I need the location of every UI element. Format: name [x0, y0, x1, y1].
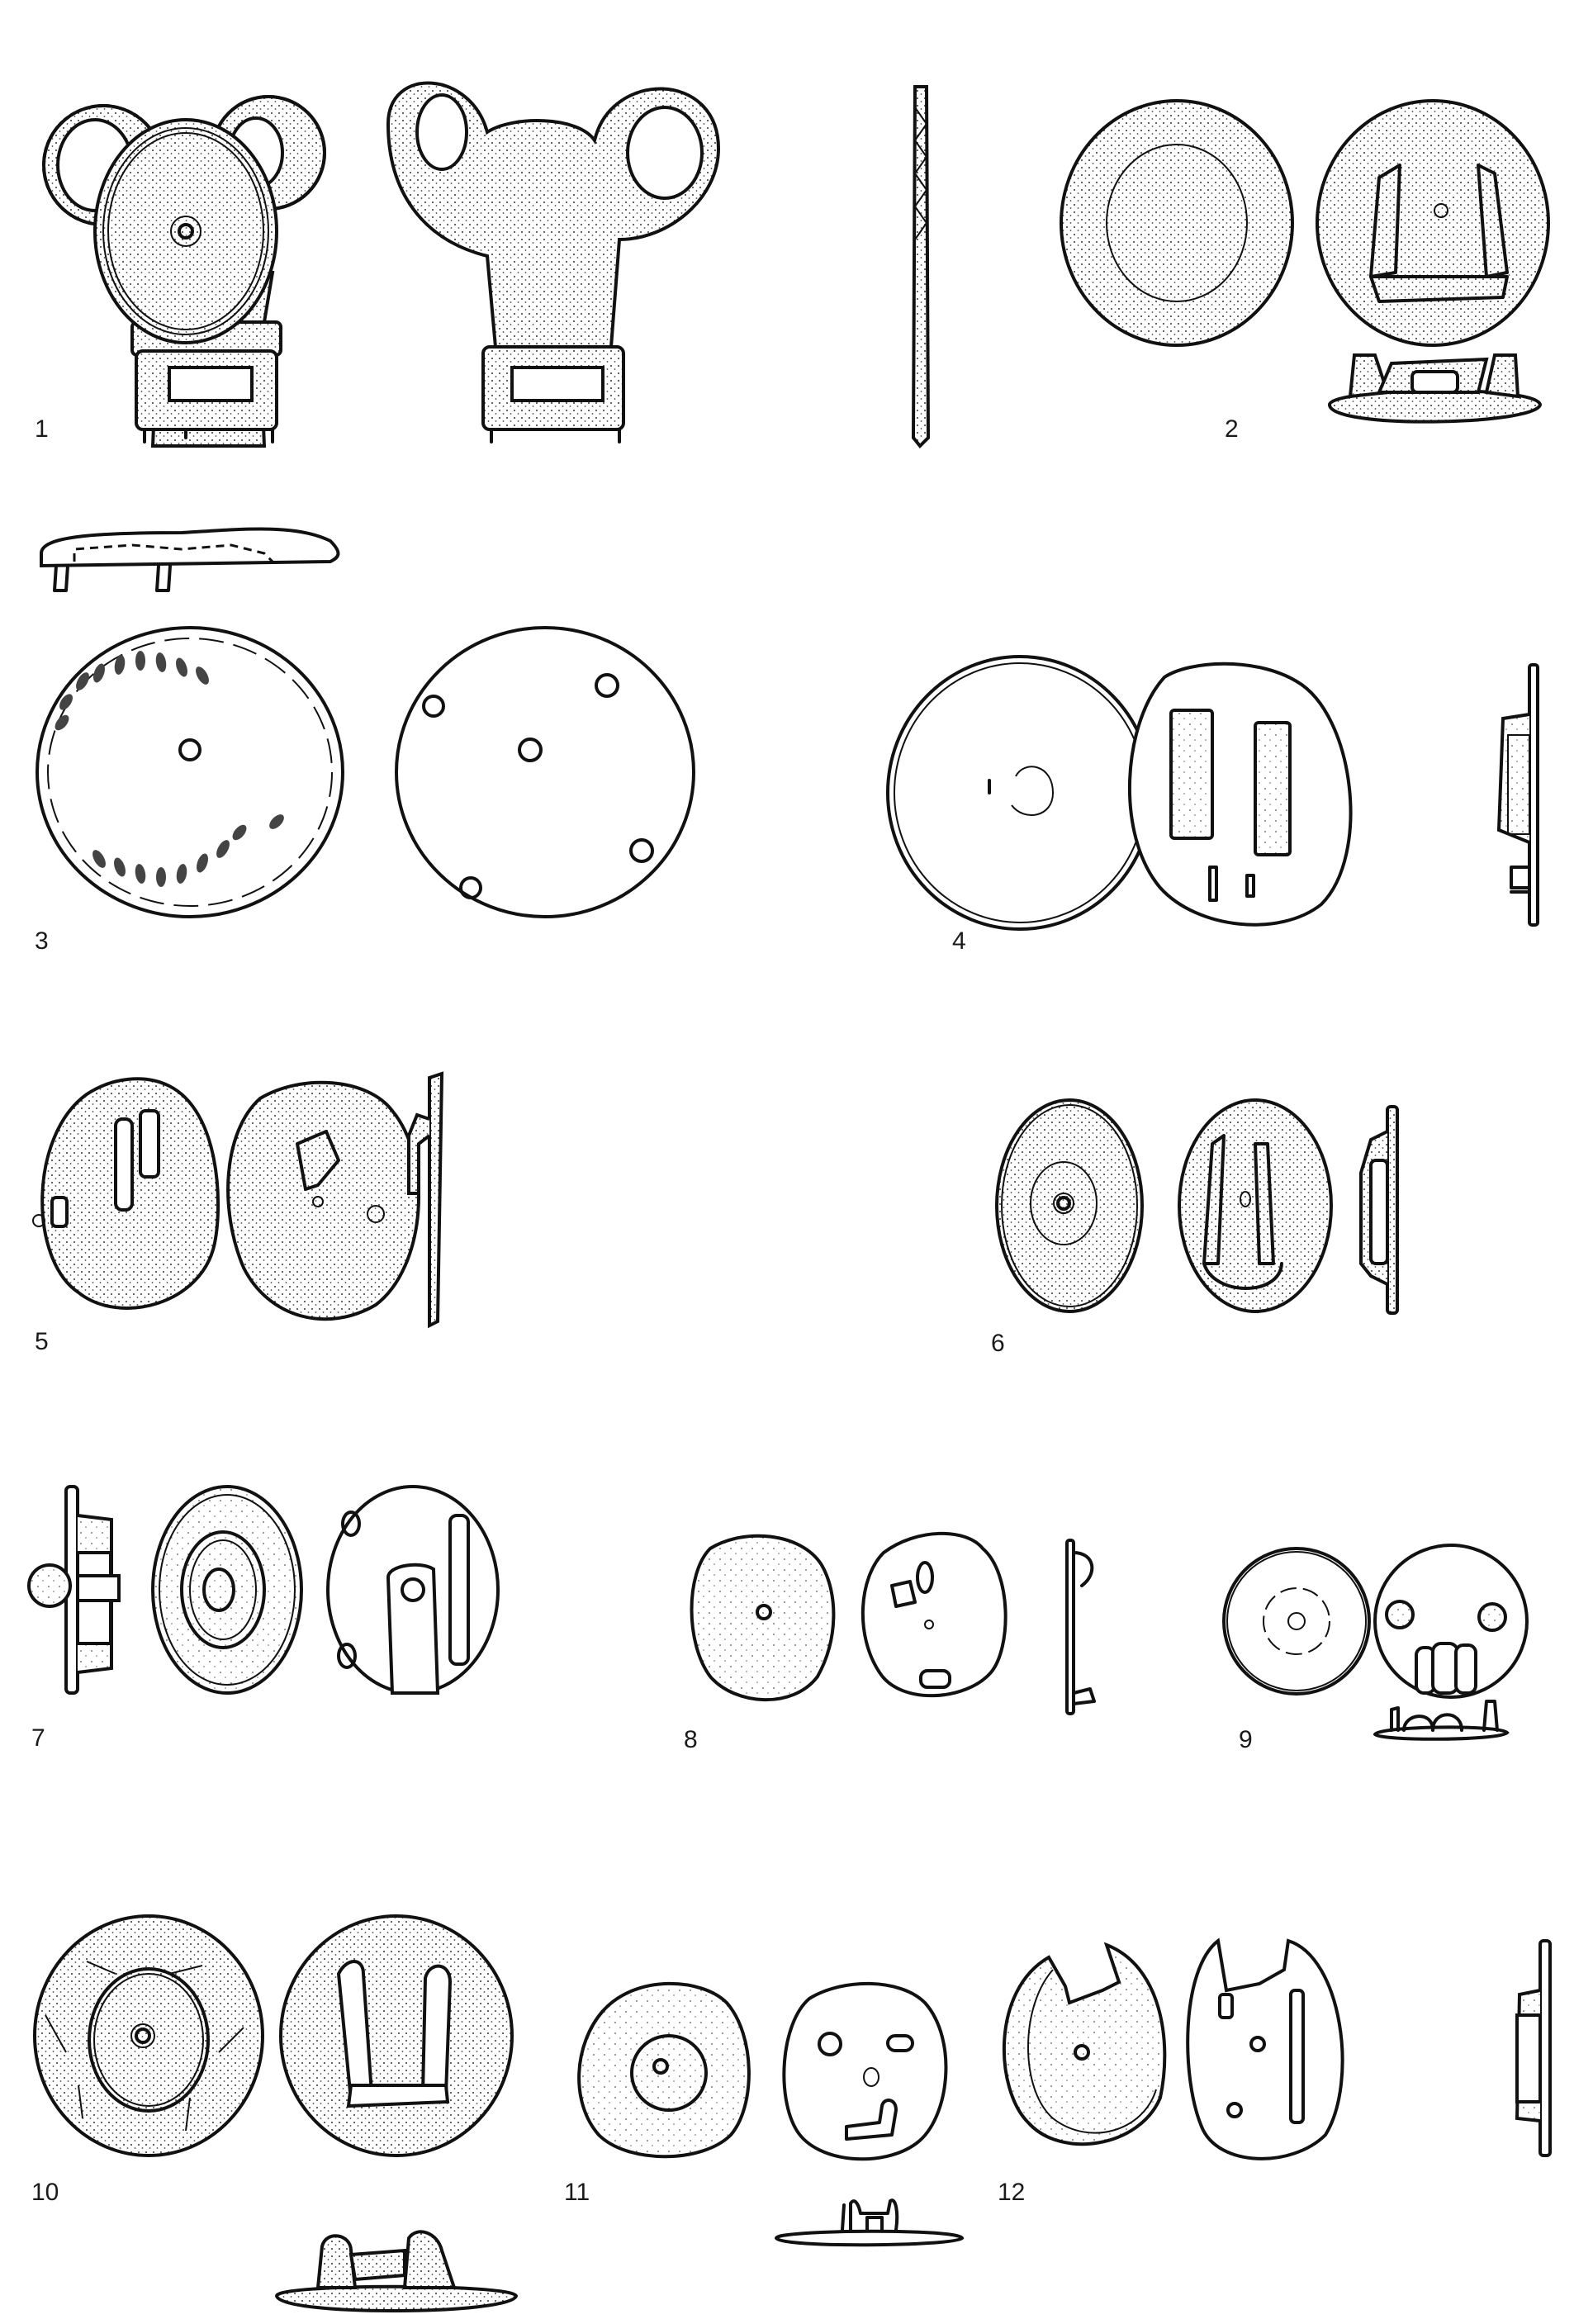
figure-8-profile-view — [1065, 1539, 1096, 1715]
leaf-wreath-lower — [92, 814, 284, 887]
figure-label-12: 12 — [998, 2179, 1026, 2206]
figure-5-profile-view — [407, 1071, 444, 1329]
figure-6-front-view — [995, 1098, 1144, 1313]
figure-9 — [1222, 1544, 1548, 1751]
figure-6 — [991, 1098, 1569, 1321]
figure-10 — [33, 1914, 545, 2317]
figure-5-front-view — [226, 1080, 420, 1321]
figure-3 — [17, 520, 727, 918]
figure-7 — [25, 1485, 619, 1701]
figure-11-front-view — [577, 1981, 751, 2159]
figure-6-profile-view — [1359, 1105, 1399, 1315]
figure-label-9: 9 — [1239, 1726, 1253, 1753]
figure-3-back-view — [395, 626, 695, 918]
figure-8-back-view — [861, 1531, 1007, 1698]
figure-3-front-view — [36, 626, 344, 918]
figure-10-front-view — [33, 1914, 264, 2157]
figure-9-front-view — [1222, 1547, 1371, 1696]
figure-10-profile-view — [274, 2230, 519, 2312]
figure-6-back-view — [1178, 1098, 1333, 1313]
figure-2-back-view — [1316, 99, 1550, 347]
figure-9-profile-view — [1373, 1700, 1510, 1741]
figure-10-back-view — [279, 1914, 514, 2157]
figure-label-11: 11 — [564, 2179, 590, 2206]
figure-7-back-view — [326, 1485, 500, 1695]
figure-4 — [886, 655, 1569, 931]
figure-1-front-view — [42, 81, 931, 448]
figure-4-back-view — [1127, 662, 1353, 927]
figure-12-back-view — [1186, 1937, 1344, 2160]
figure-7-front-view — [151, 1485, 303, 1695]
leaf-wreath-upper — [55, 651, 209, 731]
figure-11-back-view — [782, 1981, 948, 2161]
figure-label-4: 4 — [952, 927, 966, 955]
figure-label-7: 7 — [31, 1724, 45, 1752]
figure-11 — [570, 1966, 999, 2247]
figure-1 — [25, 74, 950, 448]
figure-12 — [995, 1933, 1573, 2164]
figure-7-profile-view — [27, 1485, 121, 1695]
figure-2-profile-view — [1327, 353, 1543, 424]
figure-label-6: 6 — [991, 1330, 1005, 1357]
figure-12-front-view — [1002, 1942, 1167, 2146]
figure-label-8: 8 — [684, 1726, 698, 1753]
figure-8-front-view — [690, 1534, 836, 1702]
figure-label-3: 3 — [35, 927, 49, 955]
figure-1-back-view — [386, 81, 721, 443]
figure-5-back-view — [32, 1077, 220, 1310]
figure-2 — [1060, 99, 1577, 446]
figure-label-2: 2 — [1225, 415, 1239, 443]
figure-1-profile-view — [911, 85, 931, 448]
figure-12-profile-view — [1515, 1939, 1552, 2157]
figure-5 — [21, 1070, 698, 1334]
figure-label-10: 10 — [31, 2179, 59, 2206]
figure-label-5: 5 — [35, 1328, 49, 1355]
figure-11-profile-view — [774, 2198, 965, 2247]
figure-4-profile-view — [1496, 663, 1539, 927]
figure-3-profile-view — [40, 527, 340, 592]
figure-8 — [685, 1524, 1115, 1715]
figure-9-back-view — [1373, 1544, 1529, 1699]
figure-2-front-view — [1060, 99, 1294, 347]
figure-label-1: 1 — [35, 415, 49, 443]
figure-4-front-view — [886, 655, 1154, 931]
